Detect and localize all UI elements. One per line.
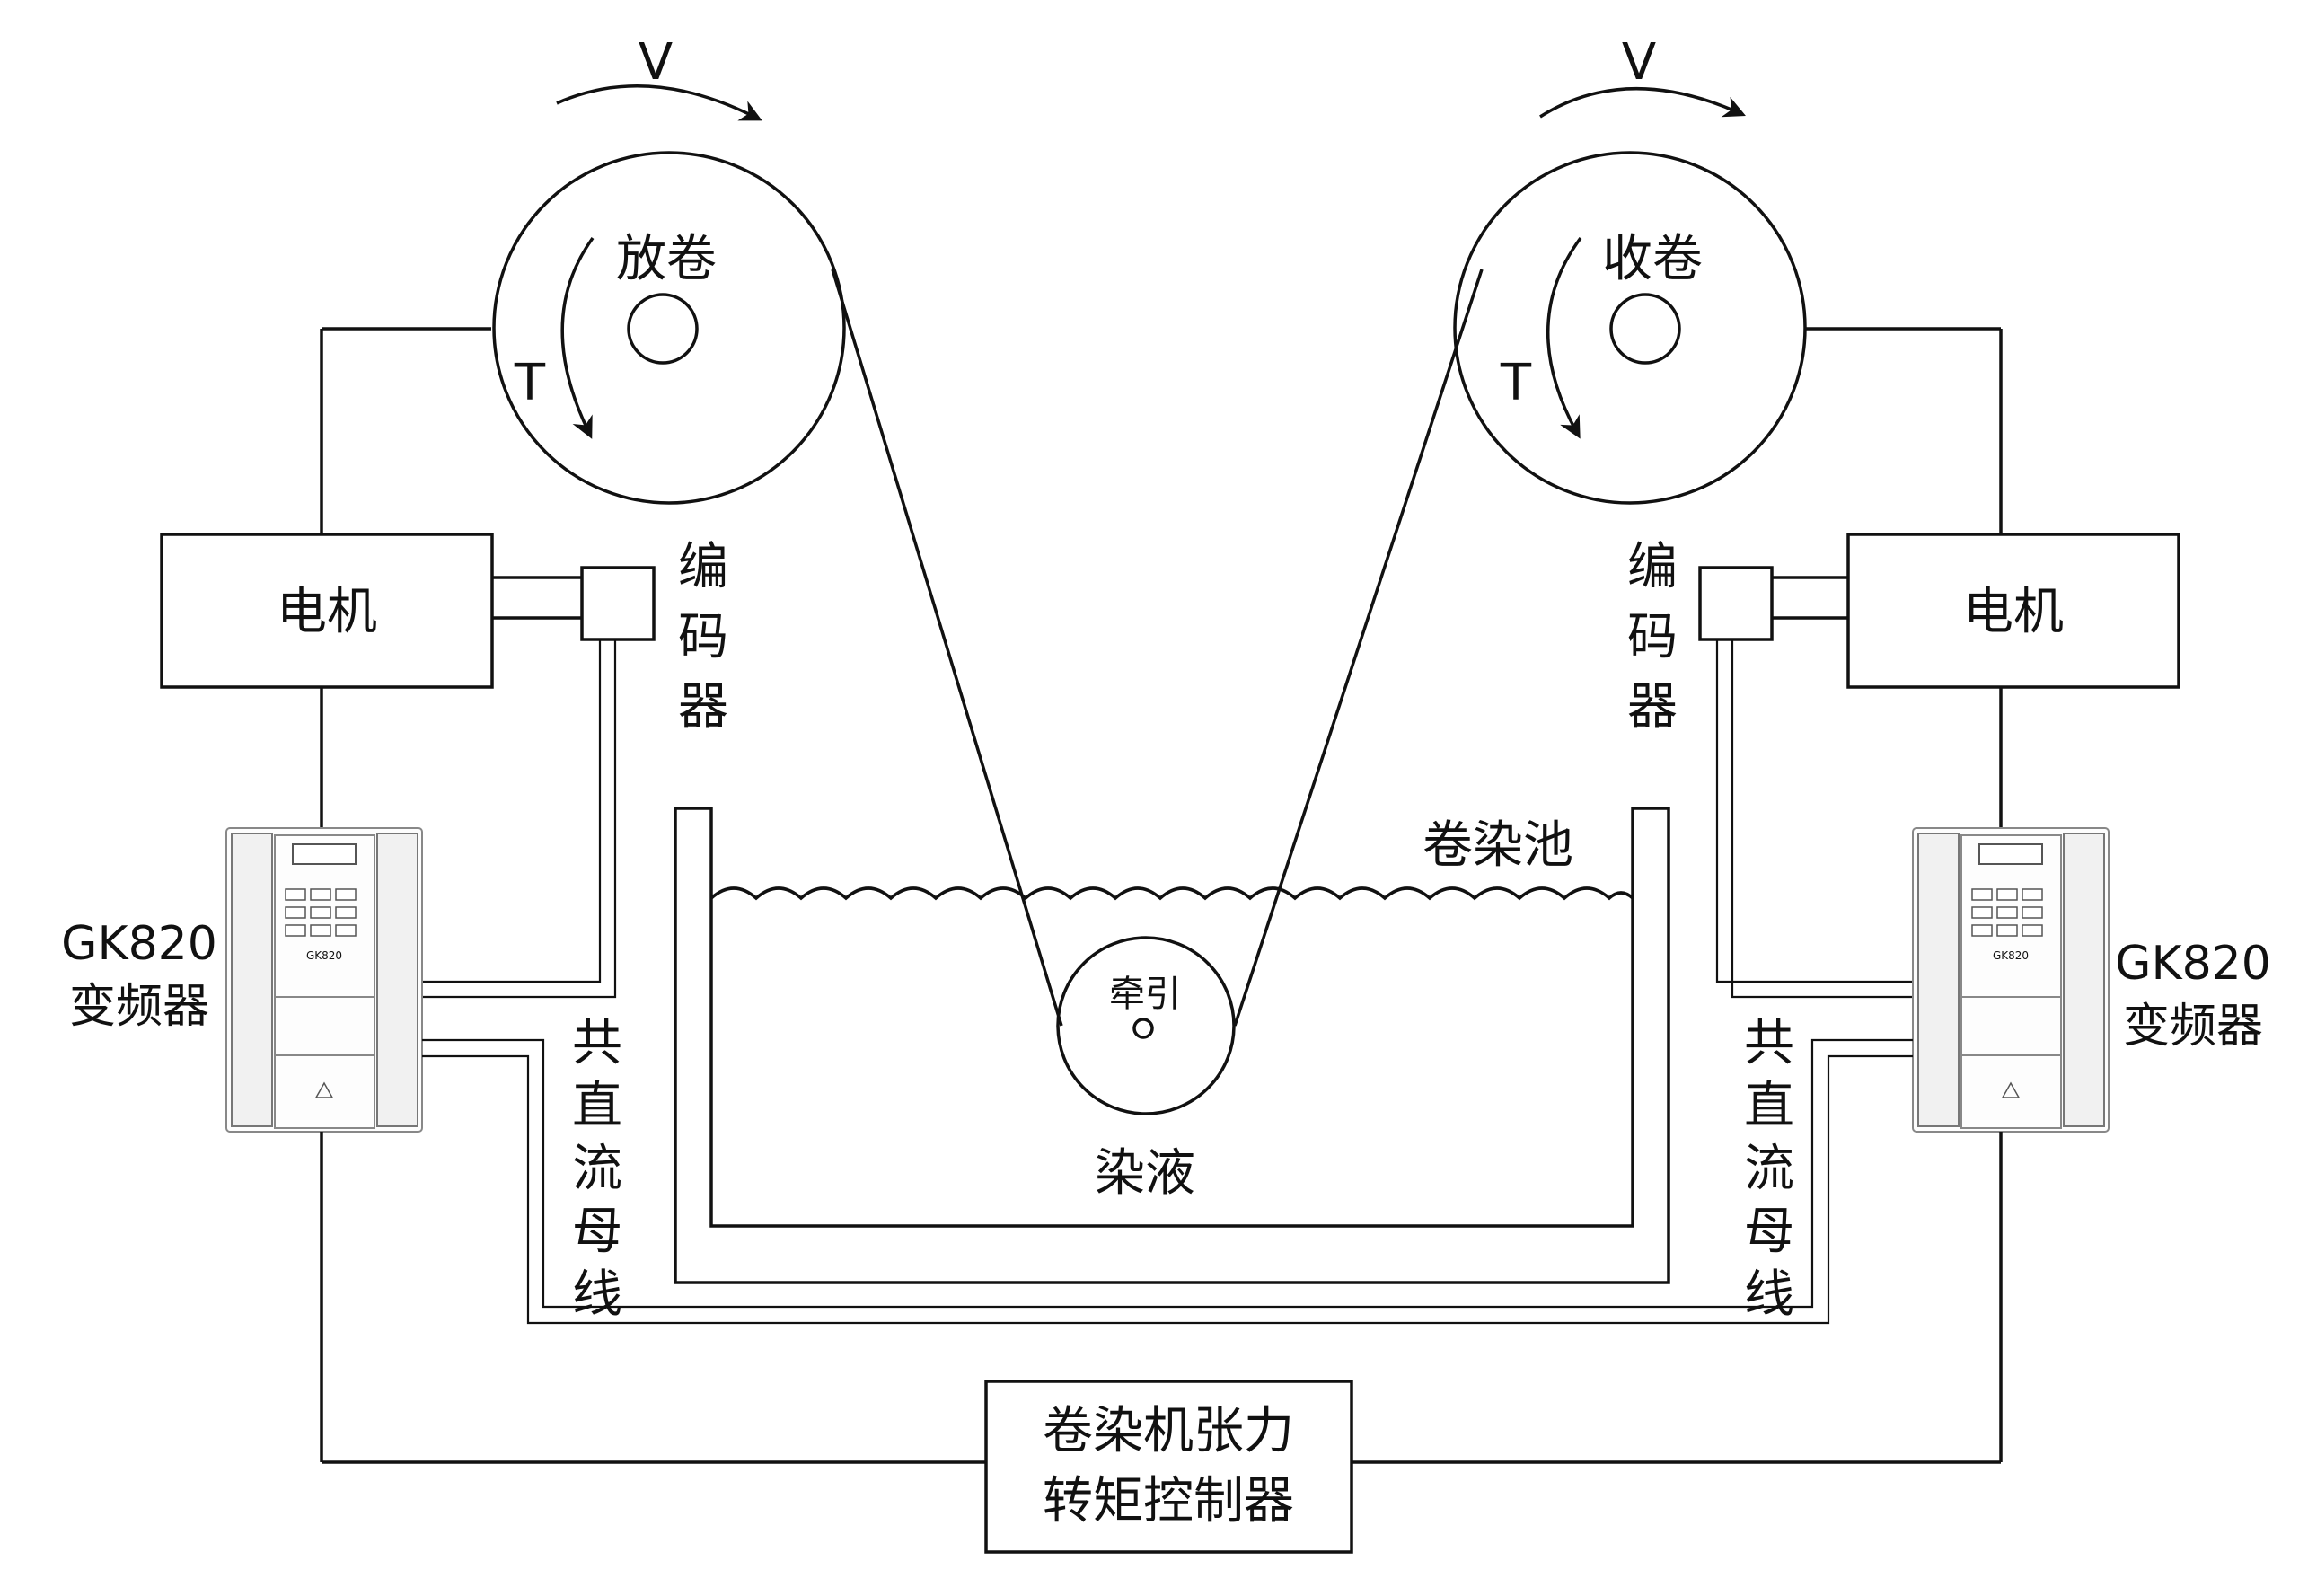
dye-liquid-label: 染液 [1095, 1144, 1195, 1203]
warning-icon [314, 1081, 334, 1098]
left-motor [160, 533, 494, 689]
traction-roller-shaft [1132, 1018, 1154, 1039]
dc-bus-right-char-4: 母 [1744, 1203, 1794, 1261]
dc-bus-left-char-1: 共 [572, 1014, 622, 1072]
unwind-torque-arrow [560, 236, 595, 439]
left-encoder [580, 566, 656, 641]
dc-bus-right-char-2: 直 [1744, 1077, 1794, 1135]
controller-box [984, 1380, 1353, 1554]
left-encoder-char-2: 码 [678, 608, 728, 666]
dc-bus-left-char-4: 母 [572, 1203, 622, 1261]
right-encoder-char-1: 编 [1627, 538, 1678, 596]
unwind-roll: V T 放卷 [492, 33, 846, 505]
rewind-roll-shaft [1609, 293, 1681, 365]
right-inverter-panel-model: GK820 [1993, 949, 2029, 962]
left-inverter-keypad [285, 888, 357, 937]
right-motor [1846, 533, 2180, 689]
right-inverter-display [1978, 843, 2043, 865]
warning-icon [2001, 1081, 2021, 1098]
right-encoder [1698, 566, 1774, 641]
left-motor-group: 电机 编 码 器 [160, 327, 728, 999]
dc-bus-left-char-5: 线 [572, 1265, 622, 1324]
rewind-roll: V T 收卷 [1453, 33, 1807, 505]
right-inverter-name: 变频器 [2123, 1000, 2263, 1054]
unwind-torque-label: T [514, 354, 546, 412]
rewind-torque-arrow [1546, 236, 1582, 439]
rewind-roll-circle [1453, 151, 1807, 505]
dc-bus: 共 直 流 母 线 共 直 流 母 线 [422, 1014, 1913, 1325]
unwind-roll-circle [492, 151, 846, 505]
dc-bus-right-char-3: 流 [1744, 1140, 1794, 1198]
controller-line-1: 卷染机张力 [1043, 1402, 1294, 1460]
left-inverter-name: 变频器 [69, 980, 209, 1034]
unwind-roll-shaft [627, 293, 699, 365]
tank-walls [674, 807, 1670, 1284]
right-encoder-char-3: 器 [1627, 678, 1678, 736]
dc-bus-left-char-3: 流 [572, 1140, 622, 1198]
unwind-speed-arrow [556, 84, 762, 121]
left-motor-label: 电机 [277, 583, 377, 641]
rewind-roll-label: 收卷 [1602, 230, 1703, 288]
right-inverter: GK820 GK820 变频器 [1912, 827, 2271, 1462]
right-motor-group: 电机 编 码 器 [1627, 327, 2180, 999]
dye-tank: 卷染池 染液 牵引 [674, 807, 1670, 1284]
left-encoder-char-3: 器 [678, 678, 728, 736]
right-encoder-char-2: 码 [1627, 608, 1678, 666]
dc-bus-right-char-1: 共 [1744, 1014, 1794, 1072]
right-inverter-model: GK820 [2115, 937, 2271, 991]
fabric-path [831, 269, 1484, 1027]
dc-bus-right-char-5: 线 [1744, 1265, 1794, 1324]
unwind-speed-label: V [639, 33, 673, 92]
left-inverter-model: GK820 [61, 917, 217, 971]
traction-roller-label: 牵引 [1109, 974, 1181, 1015]
rewind-torque-label: T [1500, 354, 1532, 412]
left-encoder-char-1: 编 [678, 538, 728, 596]
traction-roller [1056, 936, 1236, 1115]
unwind-roll-label: 放卷 [616, 230, 717, 288]
dc-bus-left-char-2: 直 [572, 1077, 622, 1135]
right-motor-label: 电机 [1963, 583, 2064, 641]
left-inverter-panel-model: GK820 [306, 949, 342, 962]
left-inverter: GK820 GK820 变频器 [61, 827, 423, 1462]
rewind-speed-arrow [1539, 87, 1746, 119]
tension-torque-controller: 卷染机张力 转矩控制器 [322, 1380, 2001, 1554]
controller-line-2: 转矩控制器 [1043, 1472, 1294, 1530]
right-inverter-keypad [1971, 888, 2043, 937]
left-inverter-display [292, 843, 357, 865]
tank-label: 卷染池 [1423, 816, 1573, 875]
dye-liquid-surface [709, 886, 1634, 901]
rewind-speed-label: V [1622, 33, 1656, 92]
